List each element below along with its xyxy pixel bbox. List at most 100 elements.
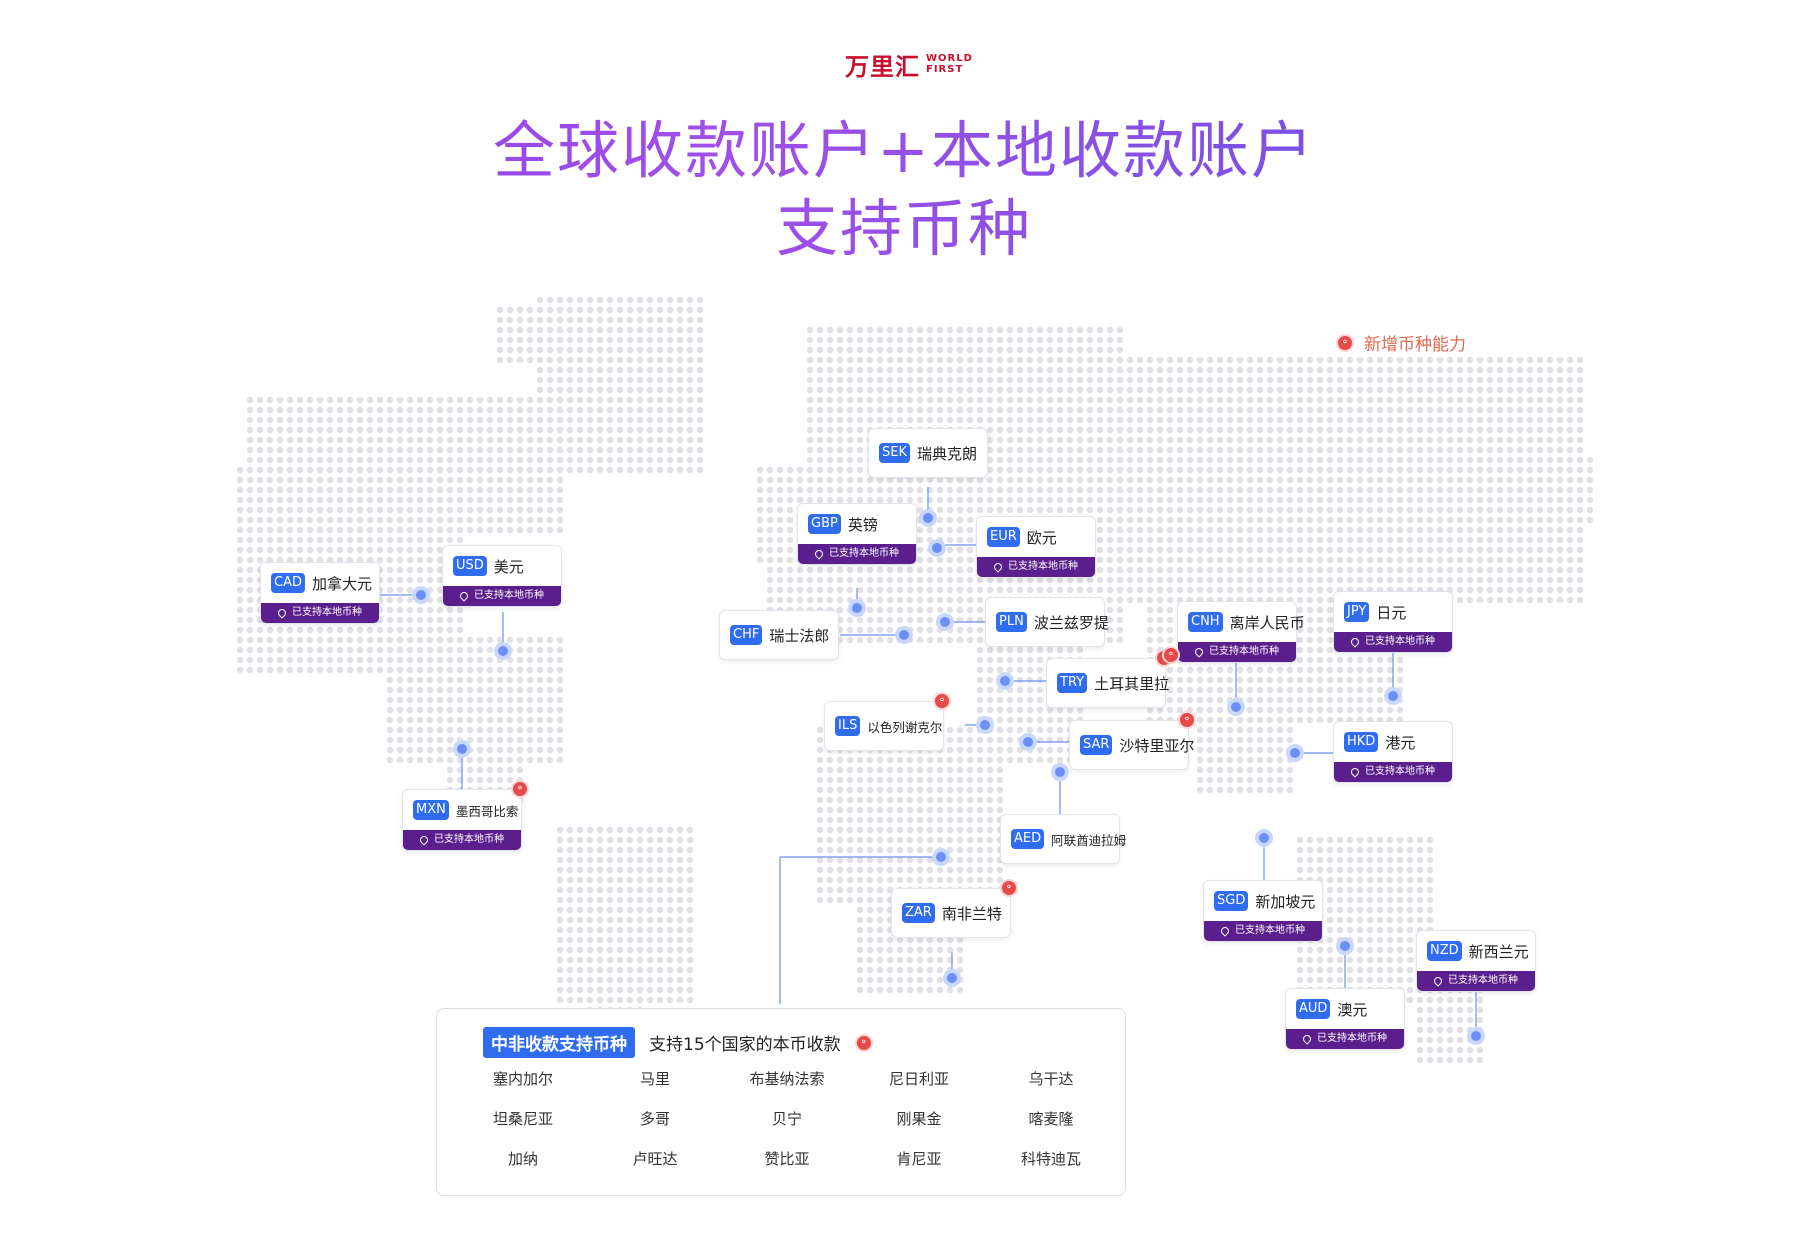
map-dot (506, 506, 514, 514)
map-dot (396, 436, 404, 444)
map-dot (306, 476, 314, 484)
map-dot (1556, 386, 1564, 394)
map-dot (1466, 576, 1474, 584)
map-dot (856, 796, 864, 804)
map-dot (876, 786, 884, 794)
map-dot (516, 486, 524, 494)
map-dot (1006, 476, 1014, 484)
map-dot (1366, 566, 1374, 574)
map-dot (796, 566, 804, 574)
map-dot (1076, 436, 1084, 444)
map-dot (1006, 406, 1014, 414)
map-dot (916, 326, 924, 334)
map-dot (666, 336, 674, 344)
map-dot (566, 886, 574, 894)
map-dot (626, 426, 634, 434)
map-dot (976, 576, 984, 584)
map-dot (1076, 426, 1084, 434)
map-dot (1356, 526, 1364, 534)
map-dot (1346, 366, 1354, 374)
map-dot (906, 476, 914, 484)
map-dot (756, 486, 764, 494)
map-dot (506, 476, 514, 484)
map-dot (436, 426, 444, 434)
map-dot (1206, 556, 1214, 564)
map-dot (536, 376, 544, 384)
map-dot (336, 496, 344, 504)
map-dot (576, 916, 584, 924)
map-dot (366, 446, 374, 454)
map-dot (1146, 436, 1154, 444)
map-dot (896, 826, 904, 834)
map-dot (866, 586, 874, 594)
map-dot (556, 716, 564, 724)
map-dot (1066, 456, 1074, 464)
map-dot (916, 416, 924, 424)
map-dot (766, 516, 774, 524)
map-dot (1186, 436, 1194, 444)
map-dot (896, 326, 904, 334)
map-dot (1276, 446, 1284, 454)
map-dot (306, 486, 314, 494)
map-dot (306, 656, 314, 664)
map-dot (876, 876, 884, 884)
map-dot (1316, 556, 1324, 564)
map-dot (586, 936, 594, 944)
map-dot (1496, 416, 1504, 424)
map-dot (1496, 396, 1504, 404)
map-dot (1116, 596, 1124, 604)
map-dot (676, 846, 684, 854)
map-dot (1506, 386, 1514, 394)
map-dot (1426, 496, 1434, 504)
map-dot (946, 936, 954, 944)
map-dot (546, 706, 554, 714)
map-dot (486, 696, 494, 704)
map-dot (876, 896, 884, 904)
map-dot (1106, 486, 1114, 494)
map-dot (1346, 436, 1354, 444)
map-dot (596, 896, 604, 904)
map-dot (256, 486, 264, 494)
map-dot (956, 536, 964, 544)
map-dot (946, 986, 954, 994)
map-dot (476, 416, 484, 424)
map-dot (986, 666, 994, 674)
map-dot (936, 966, 944, 974)
map-dot (1166, 686, 1174, 694)
map-dot (1496, 596, 1504, 604)
map-dot (1336, 356, 1344, 364)
map-dot (416, 436, 424, 444)
map-dot (556, 826, 564, 834)
map-dot (1476, 396, 1484, 404)
map-dot (556, 906, 564, 914)
map-dot (596, 886, 604, 894)
map-dot (866, 366, 874, 374)
map-dot (256, 526, 264, 534)
map-dot (1546, 376, 1554, 384)
map-dot (966, 526, 974, 534)
map-dot (506, 656, 514, 664)
map-dot (986, 426, 994, 434)
map-dot (866, 916, 874, 924)
map-dot (856, 836, 864, 844)
map-dot (1536, 566, 1544, 574)
map-dot (1506, 366, 1514, 374)
map-dot (356, 466, 364, 474)
map-dot (396, 666, 404, 674)
map-dot (546, 756, 554, 764)
map-dot (266, 516, 274, 524)
map-dot (1286, 376, 1294, 384)
map-dot (1346, 486, 1354, 494)
map-dot (1116, 566, 1124, 574)
map-dot (556, 416, 564, 424)
map-dot (1246, 366, 1254, 374)
map-dot (266, 456, 274, 464)
map-dot (956, 346, 964, 354)
map-dot (1546, 486, 1554, 494)
map-dot (316, 626, 324, 634)
map-dot (1006, 446, 1014, 454)
map-dot (826, 596, 834, 604)
map-dot (1236, 546, 1244, 554)
map-dot (386, 396, 394, 404)
map-dot (1496, 426, 1504, 434)
